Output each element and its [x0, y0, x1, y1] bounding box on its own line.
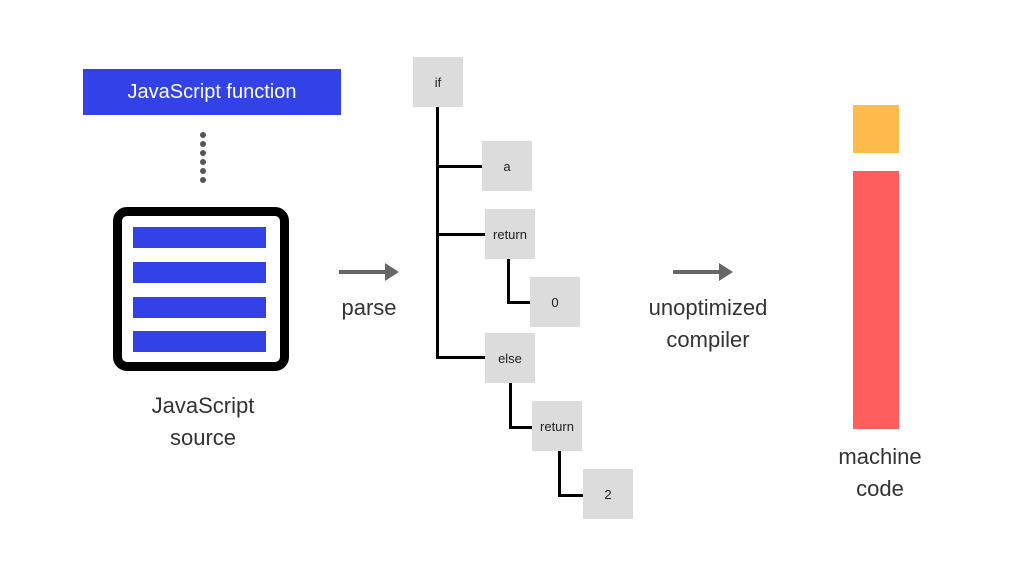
parse-label: parse — [341, 295, 397, 320]
compiler-label-line2: compiler — [666, 327, 750, 352]
tree-branch-two — [558, 494, 583, 497]
ast-node-two: 2 — [583, 469, 633, 519]
parse-arrow-icon — [339, 263, 399, 281]
ast-node-else: else — [485, 333, 535, 383]
ast-node-zero: 0 — [530, 277, 580, 327]
ast-node-return: return — [485, 209, 535, 259]
javascript-function-label: JavaScript function — [127, 80, 297, 103]
dot — [200, 141, 206, 147]
machine-code-header-block — [853, 105, 899, 153]
machine-code-body-block — [853, 171, 899, 429]
source-caption: JavaScript source — [118, 390, 288, 454]
tree-else-stem — [509, 382, 512, 428]
dot — [200, 177, 206, 183]
source-line — [133, 227, 266, 248]
source-line — [133, 331, 266, 352]
dotted-connector — [199, 132, 207, 188]
compiler-label-line1: unoptimized — [648, 295, 768, 320]
compiler-arrow-icon — [673, 263, 733, 281]
javascript-function-header: JavaScript function — [83, 69, 341, 115]
tree-branch-else — [436, 356, 485, 359]
tree-return-stem — [507, 258, 510, 303]
dot — [200, 132, 206, 138]
tree-branch-a — [436, 165, 482, 168]
tree-trunk-line — [436, 106, 439, 358]
ast-node-a: a — [482, 141, 532, 191]
source-caption-line1: JavaScript — [151, 393, 255, 418]
compiler-label: unoptimized compiler — [632, 292, 784, 356]
source-line — [133, 297, 266, 318]
tree-return2-stem — [558, 450, 561, 496]
dot — [200, 168, 206, 174]
ast-node-if: if — [413, 57, 463, 107]
machine-code-caption: machine code — [820, 441, 940, 505]
source-line — [133, 262, 266, 283]
machine-code-caption-line1: machine — [838, 444, 922, 469]
dot — [200, 150, 206, 156]
tree-branch-zero — [507, 301, 530, 304]
ast-node-return-2: return — [532, 401, 582, 451]
source-caption-line2: source — [169, 425, 237, 450]
source-document-icon — [113, 207, 289, 371]
tree-branch-return — [436, 233, 485, 236]
machine-code-caption-line2: code — [856, 476, 904, 501]
dot — [200, 159, 206, 165]
tree-branch-return2 — [509, 426, 532, 429]
